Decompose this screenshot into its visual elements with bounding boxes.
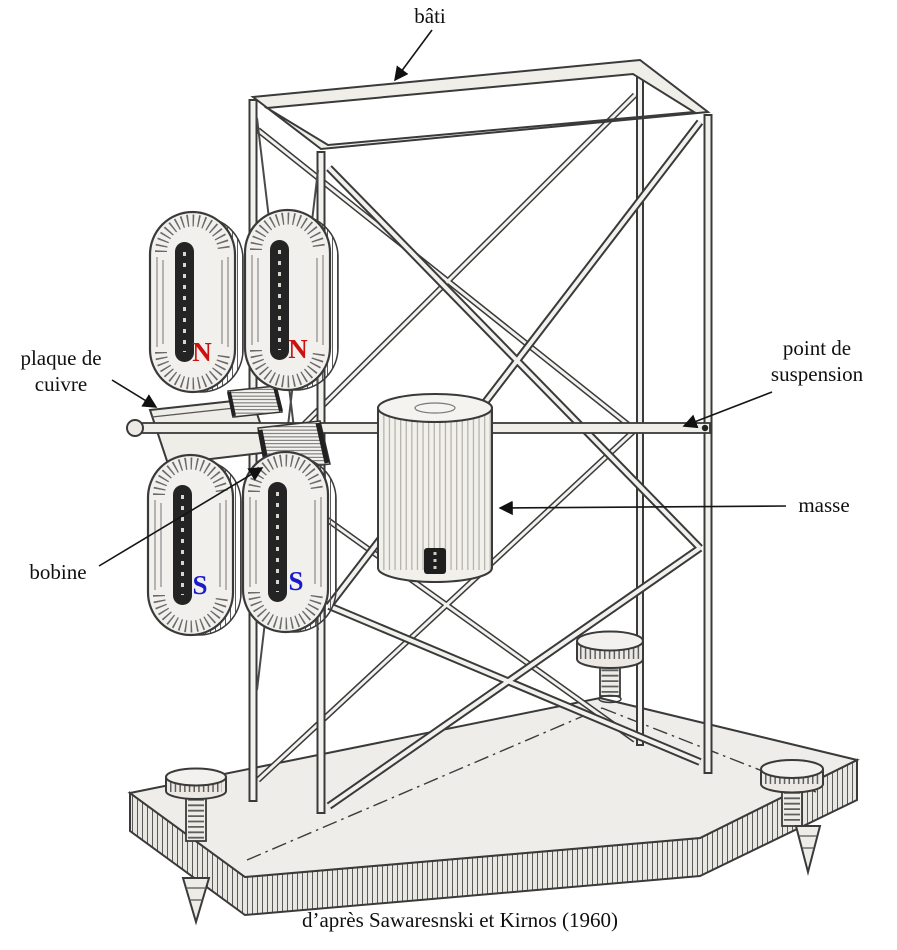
- leveling-screw-left: [165, 767, 227, 926]
- magnet-bottom-left: [148, 455, 241, 635]
- plaque-leader-arrow: [111, 379, 158, 408]
- bati-leader-arrow: [394, 29, 433, 82]
- label-plaque-de-cuivre: plaque de cuivre: [20, 346, 102, 396]
- mass-cylinder: [377, 393, 493, 583]
- pole-s-bottom-right: S: [288, 566, 304, 596]
- base-plate: [127, 696, 860, 917]
- pole-n-top-left: N: [192, 337, 212, 367]
- coil-upper: [227, 385, 283, 418]
- label-bobine: bobine: [29, 560, 87, 584]
- pole-n-top-right: N: [288, 334, 308, 364]
- boom-end-ball: [126, 419, 144, 437]
- frame-cross-braces: [325, 119, 704, 810]
- label-bati: bâti: [414, 4, 446, 28]
- label-point-de-suspension: point de suspension: [770, 336, 864, 386]
- masse-leader-arrow: [498, 500, 787, 516]
- suspension-pivot: [701, 424, 709, 432]
- leader-lines: [98, 29, 787, 567]
- pole-s-bottom-left: S: [192, 570, 208, 600]
- bobine-leader-arrow: [98, 467, 264, 567]
- leveling-screw-right: [760, 759, 824, 876]
- spike-foot-right: [794, 825, 822, 876]
- leveling-screw-rear: [576, 630, 644, 704]
- frame-top-face: [250, 58, 711, 151]
- suspension-leader-arrow: [682, 391, 773, 429]
- magnet-bottom-right: [243, 452, 336, 632]
- frame-back-structure: [255, 64, 644, 783]
- caption-attribution: d’après Sawaresnski et Kirnos (1960): [301, 908, 619, 932]
- label-masse: masse: [798, 493, 850, 517]
